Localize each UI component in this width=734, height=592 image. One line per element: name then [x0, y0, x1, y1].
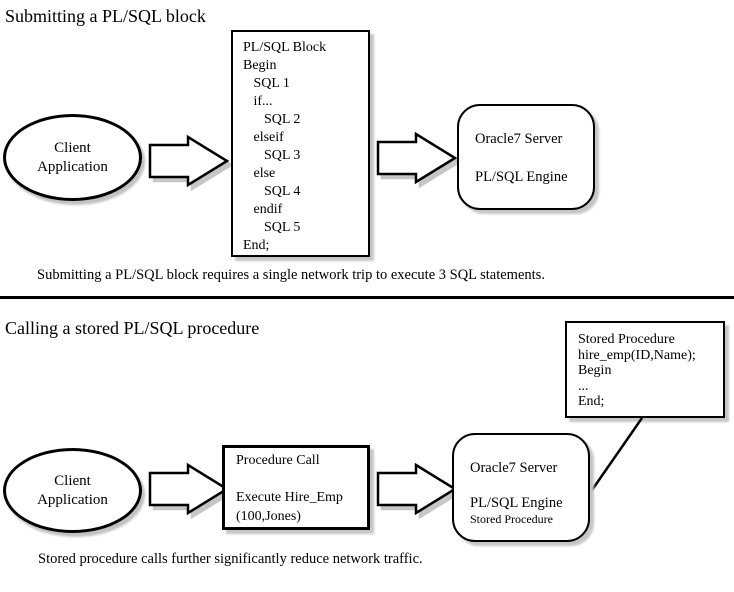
flow-arrow-icon	[148, 462, 232, 520]
plsql-engine-label: PL/SQL Engine	[470, 495, 563, 511]
flow-arrow-icon	[376, 131, 460, 189]
flow-arrow-icon	[376, 462, 460, 520]
section2-title: Calling a stored PL/SQL procedure	[5, 318, 260, 338]
server-name-label: Oracle7 Server	[470, 460, 558, 476]
client-application-label: Client Application	[37, 139, 108, 175]
client-application-node: Client Application	[3, 448, 142, 533]
plsql-engine-label: PL/SQL Engine	[475, 169, 568, 185]
plsql-block-box: PL/SQL Block Begin SQL 1 if... SQL 2 els…	[231, 30, 370, 257]
procedure-call-code: Procedure Call Execute Hire_Emp (100,Jon…	[236, 453, 343, 524]
plsql-block-code: PL/SQL Block Begin SQL 1 if... SQL 2 els…	[243, 40, 327, 253]
section-divider	[0, 296, 734, 299]
stored-procedure-box: Stored Procedure hire_emp(ID,Name); Begi…	[565, 321, 725, 418]
stored-procedure-code: Stored Procedure hire_emp(ID,Name); Begi…	[578, 332, 696, 409]
server-name-label: Oracle7 Server	[475, 131, 563, 147]
stored-procedure-connector-line	[585, 413, 649, 495]
section1-caption: Submitting a PL/SQL block requires a sin…	[37, 267, 545, 283]
client-application-label: Client Application	[37, 472, 108, 508]
oracle-server-node-bottom: Oracle7 Server PL/SQL Engine Stored Proc…	[452, 433, 590, 542]
oracle-server-node-top: Oracle7 Server PL/SQL Engine	[457, 104, 595, 210]
flow-arrow-icon	[148, 134, 232, 192]
procedure-call-box: Procedure Call Execute Hire_Emp (100,Jon…	[222, 445, 370, 530]
stored-procedure-label: Stored Procedure	[470, 512, 553, 526]
section1-title: Submitting a PL/SQL block	[5, 6, 206, 26]
client-application-node: Client Application	[3, 114, 142, 201]
section2-caption: Stored procedure calls further significa…	[38, 551, 423, 567]
